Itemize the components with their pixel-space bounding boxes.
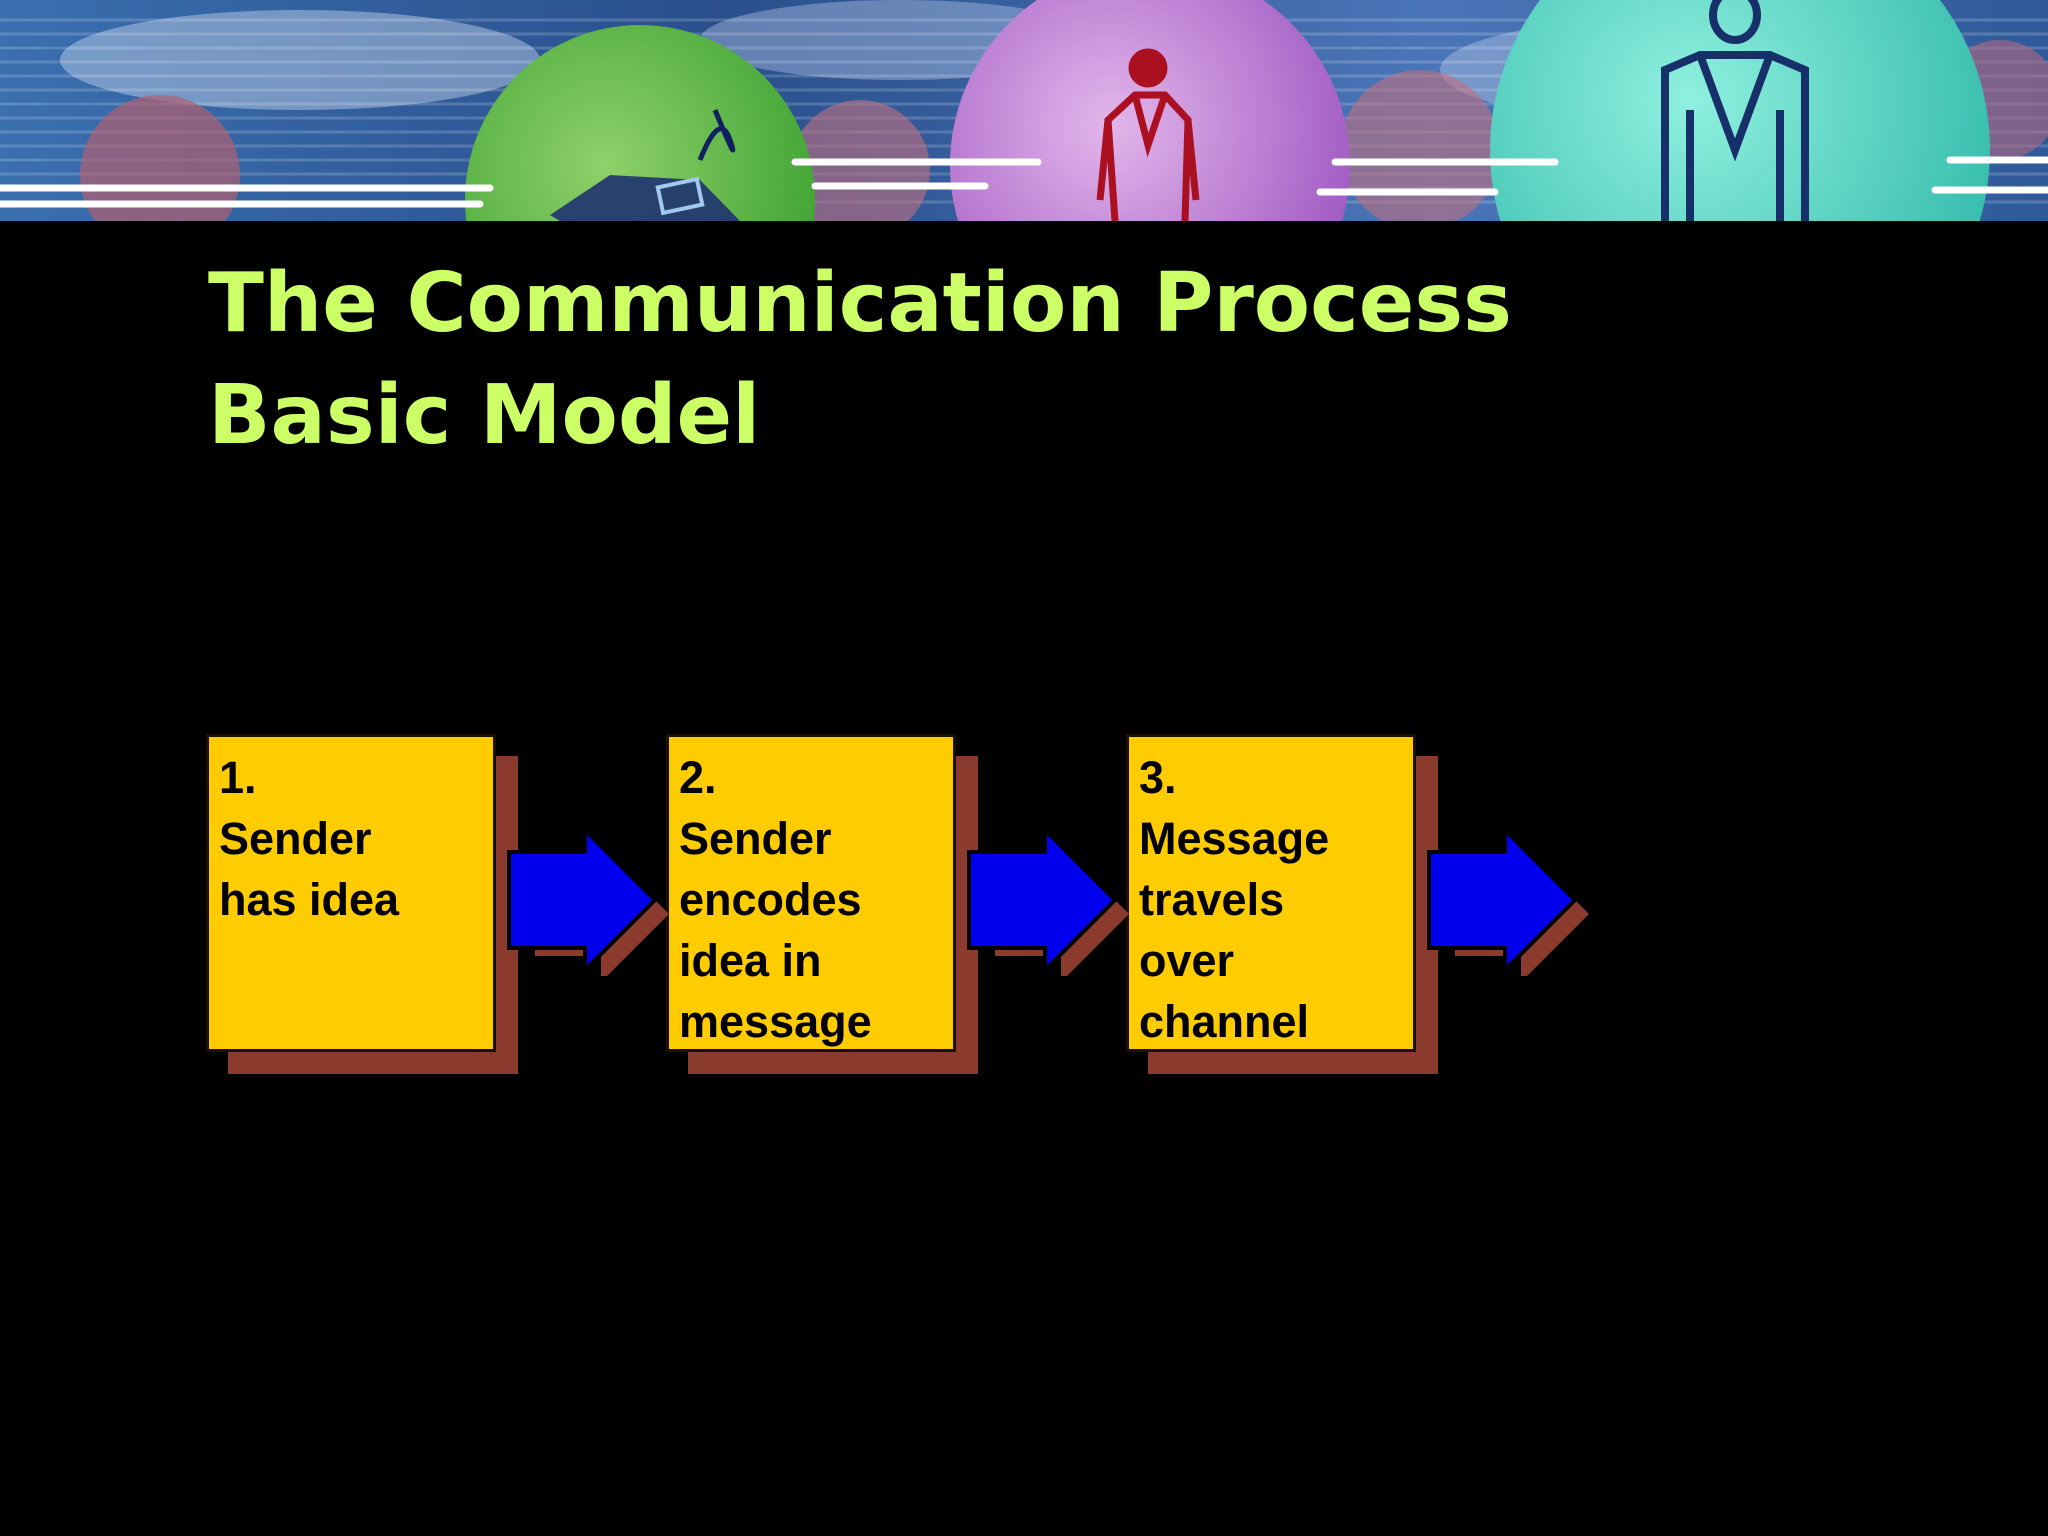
- step-2-text-line-3: idea in: [679, 930, 953, 991]
- step-3-text-line-1: Message: [1139, 808, 1413, 869]
- step-1-text-line-1: Sender: [219, 808, 493, 869]
- header-banner: [0, 0, 2048, 221]
- step-2-text-line-4: message: [679, 991, 953, 1052]
- step-1-box: 1. Sender has idea: [206, 734, 496, 1052]
- slide-title: The Communication Process Basic Model: [208, 248, 1512, 472]
- step-3-text-line-2: travels: [1139, 869, 1413, 930]
- step-3-number: 3.: [1139, 747, 1413, 808]
- step-3-text-line-4: channel: [1139, 991, 1413, 1052]
- arrow-right-icon: [965, 826, 1133, 976]
- step-3-box: 3. Message travels over channel: [1126, 734, 1416, 1052]
- step-1-text-line-2: has idea: [219, 869, 493, 930]
- step-2-number: 2.: [679, 747, 953, 808]
- arrow-right-icon: [1425, 826, 1593, 976]
- step-1-number: 1.: [219, 747, 493, 808]
- step-2-text-line-1: Sender: [679, 808, 953, 869]
- slide-title-line-2: Basic Model: [208, 360, 1512, 472]
- slide-title-line-1: The Communication Process: [208, 248, 1512, 360]
- arrow-right-icon: [505, 826, 673, 976]
- step-2-text-line-2: encodes: [679, 869, 953, 930]
- step-3-text-line-3: over: [1139, 930, 1413, 991]
- step-2-box: 2. Sender encodes idea in message: [666, 734, 956, 1052]
